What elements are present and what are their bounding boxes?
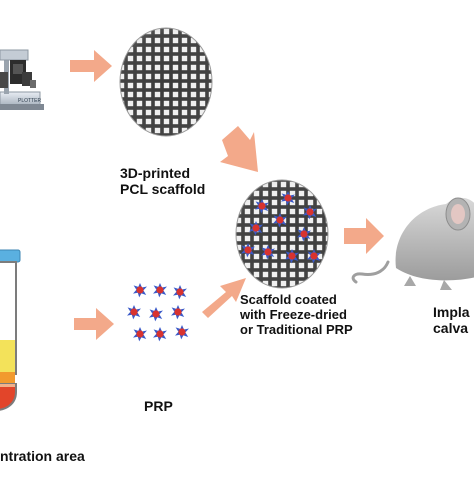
rat-icon bbox=[351, 197, 474, 290]
implant-label: Impla calva bbox=[433, 304, 470, 336]
blood-tube-icon bbox=[0, 249, 21, 411]
scaffold-mesh-icon bbox=[119, 27, 213, 137]
arrow-plotter-to-scaffold bbox=[70, 50, 112, 82]
plotter-brand-text: PLOTTER bbox=[18, 98, 41, 104]
coated-scaffold-label: Scaffold coated with Freeze-dried or Tra… bbox=[240, 292, 353, 337]
platelet-cluster-icon bbox=[127, 283, 189, 342]
arrow-prp-to-coated bbox=[202, 278, 246, 318]
scaffold-label: 3D-printed PCL scaffold bbox=[120, 165, 206, 197]
concentration-area-label: ntration area bbox=[0, 448, 85, 464]
coated-scaffold-icon bbox=[235, 179, 329, 289]
arrow-scaffold-to-coated bbox=[220, 126, 258, 172]
prp-label: PRP bbox=[144, 398, 173, 414]
plotter-icon: PLOTTER bbox=[0, 49, 44, 110]
arrow-tube-to-prp bbox=[74, 308, 114, 340]
arrow-coated-to-implant bbox=[344, 218, 384, 254]
